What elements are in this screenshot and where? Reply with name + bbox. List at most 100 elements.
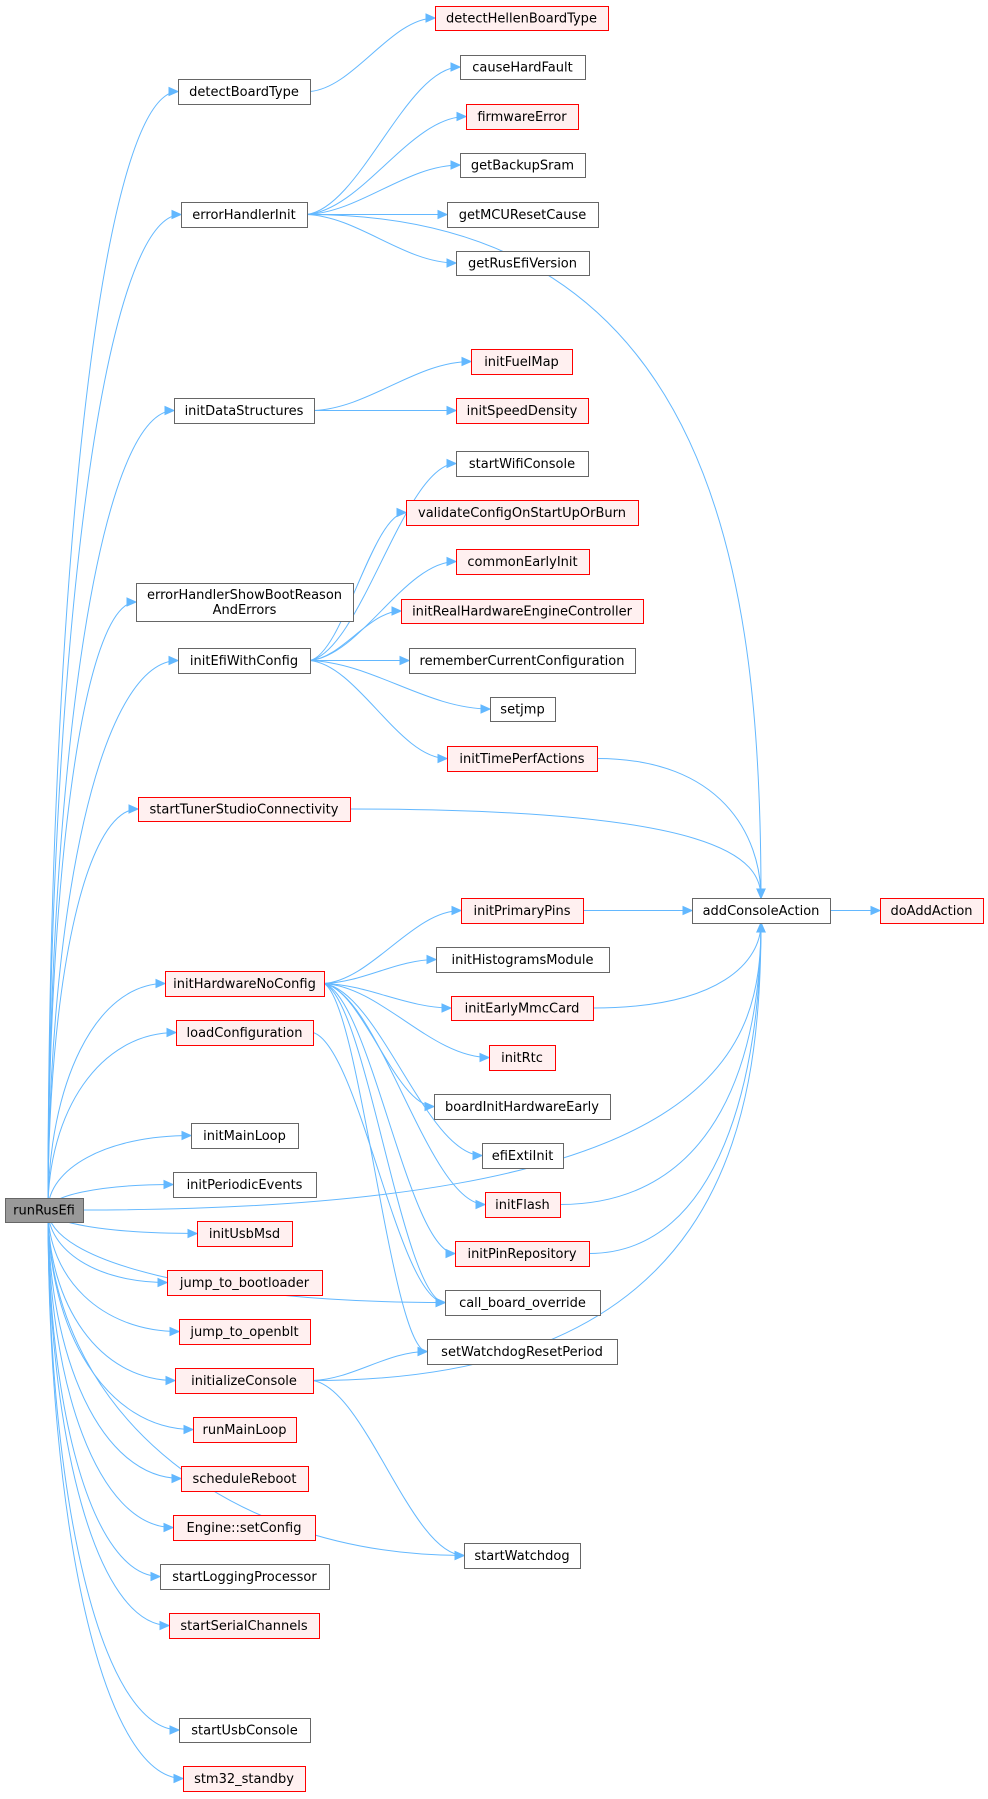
node-startSerialChannels[interactable]: startSerialChannels <box>169 1613 320 1639</box>
node-initHardwareNoConfig[interactable]: initHardwareNoConfig <box>165 971 325 997</box>
node-label: initRealHardwareEngineController <box>412 605 633 620</box>
node-errorHandlerInit[interactable]: errorHandlerInit <box>181 202 308 228</box>
node-getMCUResetCause[interactable]: getMCUResetCause <box>447 202 599 228</box>
node-Engine_setConfig[interactable]: Engine::setConfig <box>173 1515 316 1541</box>
edge-startTunerStudioConnectivity-to-addConsoleAction <box>349 808 766 900</box>
edge-line <box>309 660 491 710</box>
node-initializeConsole[interactable]: initializeConsole <box>175 1368 314 1394</box>
edge-initHardwareNoConfig-to-initHistogramsModule <box>323 954 438 984</box>
node-initRtc[interactable]: initRtc <box>489 1045 556 1071</box>
node-causeHardFault[interactable]: causeHardFault <box>460 55 586 80</box>
node-initTimePerfActions[interactable]: initTimePerfActions <box>447 746 598 772</box>
node-label: initMainLoop <box>203 1129 286 1144</box>
node-box <box>178 648 311 674</box>
node-box <box>179 1319 311 1345</box>
node-label: runRusEfi <box>13 1204 75 1219</box>
node-loadConfiguration[interactable]: loadConfiguration <box>176 1020 314 1046</box>
node-label: stm32_standby <box>194 1772 294 1787</box>
node-initPrimaryPins[interactable]: initPrimaryPins <box>461 898 584 924</box>
node-jump_to_bootloader[interactable]: jump_to_bootloader <box>167 1270 323 1296</box>
node-initFuelMap[interactable]: initFuelMap <box>471 349 573 375</box>
edge-initEfiWithConfig-to-initTimePerfActions <box>309 660 449 764</box>
node-label: jump_to_bootloader <box>179 1276 310 1291</box>
node-label: validateConfigOnStartUpOrBurn <box>418 506 626 521</box>
node-box <box>197 1221 293 1247</box>
edge-initializeConsole-to-addConsoleAction <box>312 921 766 1381</box>
node-startWatchdog[interactable]: startWatchdog <box>464 1543 581 1569</box>
node-setjmp[interactable]: setjmp <box>490 697 556 722</box>
node-initMainLoop[interactable]: initMainLoop <box>191 1123 299 1149</box>
arrowhead <box>168 86 180 97</box>
arrowhead <box>165 1375 177 1386</box>
edge-detectBoardType-to-detectHellenBoardType <box>309 13 437 92</box>
node-initFlash[interactable]: initFlash <box>485 1192 561 1218</box>
node-box <box>456 549 590 575</box>
node-detectBoardType[interactable]: detectBoardType <box>178 79 311 105</box>
arrowhead <box>126 597 138 607</box>
node-initEarlyMmcCard[interactable]: initEarlyMmcCard <box>451 996 594 1021</box>
edge-line <box>47 1209 176 1381</box>
node-initHistogramsModule[interactable]: initHistogramsModule <box>436 947 610 973</box>
arrowhead <box>157 1277 169 1288</box>
node-startTunerStudioConnectivity[interactable]: startTunerStudioConnectivity <box>138 797 351 822</box>
node-initEfiWithConfig[interactable]: initEfiWithConfig <box>178 648 311 674</box>
node-detectHellenBoardType[interactable]: detectHellenBoardType <box>435 6 609 31</box>
node-box <box>5 1198 84 1223</box>
node-box <box>447 202 599 228</box>
node-initRealHardwareEngineController[interactable]: initRealHardwareEngineController <box>401 599 644 624</box>
node-label: getMCUResetCause <box>459 208 587 223</box>
arrowhead <box>417 1346 429 1357</box>
node-boardInitHardwareEarly[interactable]: boardInitHardwareEarly <box>434 1094 611 1120</box>
arrowhead <box>187 1228 199 1239</box>
node-label: initDataStructures <box>185 404 304 419</box>
arrowhead <box>128 804 140 814</box>
edge-line <box>309 463 457 661</box>
node-doAddAction[interactable]: doAddAction <box>880 898 984 924</box>
node-label: startSerialChannels <box>180 1619 307 1634</box>
arrowhead <box>171 209 183 220</box>
node-label: detectBoardType <box>189 85 299 100</box>
node-label: loadConfiguration <box>187 1026 303 1041</box>
node-jump_to_openblt[interactable]: jump_to_openblt <box>179 1319 311 1345</box>
edge-line <box>313 361 472 411</box>
node-commonEarlyInit[interactable]: commonEarlyInit <box>456 549 590 575</box>
node-firmwareError[interactable]: firmwareError <box>466 104 579 130</box>
node-runMainLoop[interactable]: runMainLoop <box>193 1417 297 1443</box>
node-runRusEfi[interactable]: runRusEfi <box>5 1198 84 1223</box>
node-initDataStructures[interactable]: initDataStructures <box>174 398 315 424</box>
node-startLoggingProcessor[interactable]: startLoggingProcessor <box>160 1564 330 1590</box>
arrowhead <box>870 905 882 916</box>
edge-initHardwareNoConfig-to-initPinRepository <box>323 983 457 1259</box>
node-efiExtiInit[interactable]: efiExtiInit <box>482 1143 564 1169</box>
edge-line <box>47 660 179 1211</box>
node-addConsoleAction[interactable]: addConsoleAction <box>692 898 831 924</box>
edge-initEfiWithConfig-to-rememberCurrentConfiguration <box>309 655 411 666</box>
node-label: initPeriodicEvents <box>187 1178 303 1193</box>
arrowhead <box>756 921 766 933</box>
node-startUsbConsole[interactable]: startUsbConsole <box>179 1718 311 1743</box>
node-initPeriodicEvents[interactable]: initPeriodicEvents <box>173 1172 317 1198</box>
node-box <box>169 1613 320 1639</box>
node-scheduleReboot[interactable]: scheduleReboot <box>181 1466 309 1492</box>
node-label: startWifiConsole <box>469 457 575 472</box>
node-initUsbMsd[interactable]: initUsbMsd <box>197 1221 293 1247</box>
node-rememberCurrentConfiguration[interactable]: rememberCurrentConfiguration <box>409 648 636 674</box>
node-stm32_standby[interactable]: stm32_standby <box>183 1766 306 1792</box>
node-validateConfigOnStartUpOrBurn[interactable]: validateConfigOnStartUpOrBurn <box>406 500 639 526</box>
edge-line <box>47 91 179 1211</box>
node-box <box>436 947 610 973</box>
edge-runRusEfi-to-errorHandlerShowBootReasonAndErrors <box>47 597 138 1211</box>
node-call_board_override[interactable]: call_board_override <box>445 1290 601 1316</box>
node-getBackupSram[interactable]: getBackupSram <box>460 153 586 178</box>
edge-initHardwareNoConfig-to-efiExtiInit <box>323 983 484 1161</box>
node-box <box>447 746 598 772</box>
node-initPinRepository[interactable]: initPinRepository <box>455 1241 590 1267</box>
node-startWifiConsole[interactable]: startWifiConsole <box>456 451 589 477</box>
node-initSpeedDensity[interactable]: initSpeedDensity <box>456 398 589 424</box>
node-setWatchdogResetPeriod[interactable]: setWatchdogResetPeriod <box>427 1339 618 1365</box>
edge-line <box>323 983 486 1205</box>
node-label: errorHandlerInit <box>192 208 295 223</box>
arrowhead <box>437 753 449 764</box>
node-getRusEfiVersion[interactable]: getRusEfiVersion <box>456 251 590 276</box>
